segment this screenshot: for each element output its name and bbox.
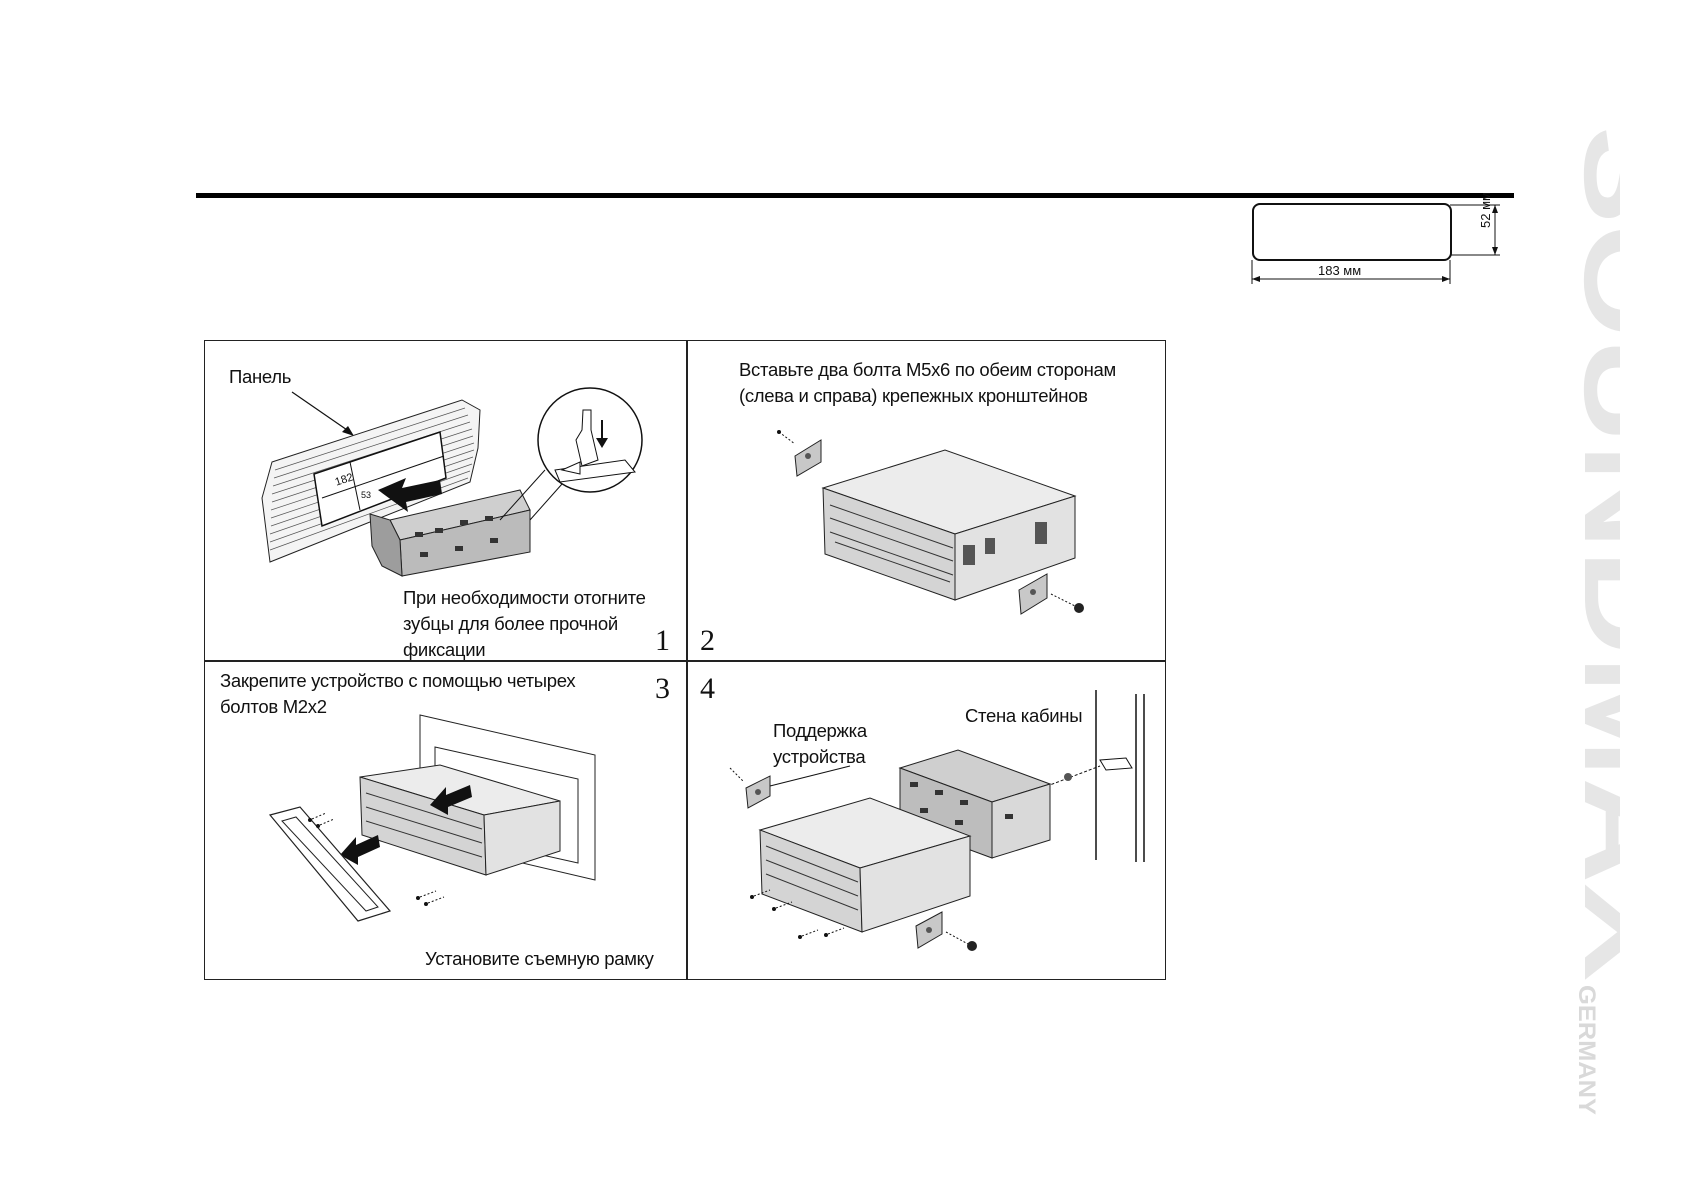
dimension-outline xyxy=(1252,203,1452,261)
step2-caption: Вставьте два болта M5x6 по обеим сторона… xyxy=(739,357,1116,409)
step3-caption: Закрепите устройство с помощью четырех б… xyxy=(220,668,576,720)
step1-illustration xyxy=(261,387,643,577)
step3-illustration xyxy=(268,714,596,922)
step4-support-label-line-1: Поддержка xyxy=(773,720,867,741)
step4-support-label: Поддержка устройства xyxy=(773,718,867,770)
brand-sub-text: GERMANY xyxy=(1573,985,1597,1115)
step4-number: 4 xyxy=(700,672,715,705)
step1-number: 1 xyxy=(655,624,670,657)
step1-caption-line-3: фиксации xyxy=(403,639,486,660)
step2-caption-line-1: Вставьте два болта M5x6 по обеим сторона… xyxy=(739,359,1116,380)
step3-bottom-caption: Установите съемную рамку xyxy=(425,948,654,969)
step2-illustration xyxy=(777,430,1084,615)
step3-caption-line-1: Закрепите устройство с помощью четырех xyxy=(220,670,576,691)
brand-logo-text: SOUNDMAX xyxy=(1559,126,1620,981)
step1-caption-line-1: При необходимости отогните xyxy=(403,587,646,608)
dimension-width-label: 183 мм xyxy=(1318,263,1362,278)
step4-wall-label: Стена кабины xyxy=(965,705,1083,726)
step1-caption-line-2: зубцы для более прочной xyxy=(403,613,618,634)
brand-logo: SOUNDMAX xyxy=(1559,126,1620,981)
step1-panel-label: Панель xyxy=(229,366,292,387)
step3-number: 3 xyxy=(655,672,670,705)
step1-caption: При необходимости отогните зубцы для бол… xyxy=(403,585,646,663)
step4-illustration xyxy=(729,690,1145,951)
brand-sub-logo: GERMANY xyxy=(1573,985,1597,1115)
step1-cutout-height: 53 xyxy=(361,490,372,500)
dimension-height-label: 52 мм xyxy=(1478,192,1493,228)
figure-divider-horizontal xyxy=(204,660,1166,662)
step3-caption-line-2: болтов M2x2 xyxy=(220,696,327,717)
step2-number: 2 xyxy=(700,624,715,657)
step4-support-label-line-2: устройства xyxy=(773,746,866,767)
dimension-arrows xyxy=(1251,204,1500,284)
header-rule xyxy=(196,193,1514,198)
step2-caption-line-2: (слева и справа) крепежных кронштейнов xyxy=(739,385,1088,406)
